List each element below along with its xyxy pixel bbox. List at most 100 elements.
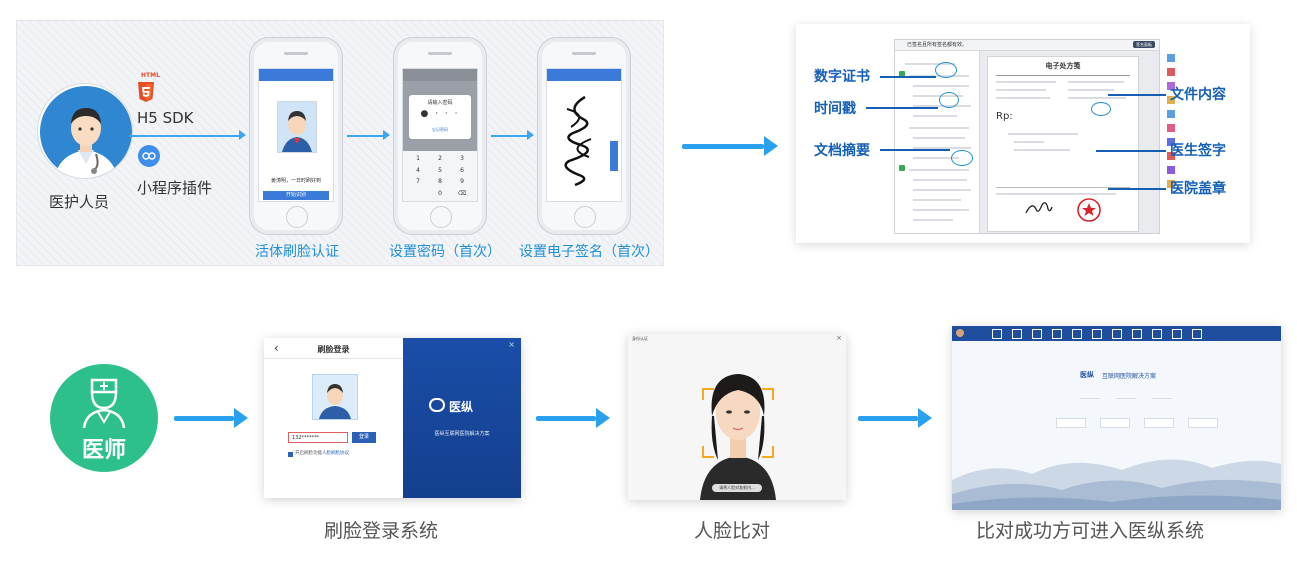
doctor-label: 医师 <box>81 438 126 463</box>
rp-label: Rp: <box>996 111 1013 122</box>
callout-circle <box>939 92 959 108</box>
doctor-signature-icon <box>1025 202 1053 214</box>
doctor-icon <box>82 378 126 428</box>
step-caption: 设置电子签名（首次） <box>519 244 659 260</box>
label-digital-certificate: 数字证书 <box>814 69 870 85</box>
face-login-window: ‹ 刷脸登录 132******* 登录 开启刷脸功能 人脸刷脸协议 × 医纵 … <box>264 338 521 498</box>
focus-corner <box>762 388 774 400</box>
user-face-icon <box>319 384 351 419</box>
quick-entry-button[interactable] <box>1144 418 1174 428</box>
callout-circle <box>1091 102 1111 116</box>
label-hospital-seal: 医院盖章 <box>1170 181 1226 197</box>
callout-circle <box>935 62 957 78</box>
mini-program-icon <box>138 145 160 167</box>
flow-arrow-icon <box>596 408 610 428</box>
keypad-key[interactable]: 4 <box>416 166 420 174</box>
signature-status-text: 已签名且所有签名都有效。 <box>907 42 968 48</box>
close-icon[interactable]: × <box>836 334 842 342</box>
keypad-key[interactable]: 1 <box>416 155 420 163</box>
user-avatar[interactable] <box>956 329 964 337</box>
agreement-link[interactable]: 人脸刷脸协议 <box>322 451 349 456</box>
doctor-avatar-icon <box>40 86 132 178</box>
login-form-pane: ‹ 刷脸登录 132******* 登录 开启刷脸功能 人脸刷脸协议 <box>264 338 403 498</box>
caption-face-login: 刷脸登录系统 <box>324 520 439 542</box>
system-slogan: 互联网医院解决方案 <box>1102 373 1157 380</box>
keypad-delete-key[interactable]: ⌫ <box>457 189 467 197</box>
keypad-key[interactable]: 9 <box>460 178 464 186</box>
flow-arrow-line <box>129 135 239 137</box>
login-button[interactable]: 登录 <box>352 432 376 443</box>
focus-corner <box>702 388 714 400</box>
password-title: 请输入密码 <box>427 100 453 106</box>
keypad-key[interactable]: 2 <box>438 155 442 163</box>
start-recognition-button[interactable]: 开始识别 <box>263 191 329 200</box>
person-face-image <box>700 374 776 500</box>
brand-pane: × 医纵 医纵互联网医院解决方案 <box>403 338 521 498</box>
callout-line <box>1096 150 1166 152</box>
pdf-toolbar: 已签名且所有签名都有效。 签名面板 <box>895 40 1159 51</box>
step-caption: 设置密码（首次） <box>389 244 501 260</box>
close-icon[interactable]: × <box>508 340 515 349</box>
keypad-key[interactable]: 7 <box>416 178 420 186</box>
enable-face-text: 开启刷脸功能 <box>295 451 322 456</box>
role-label: 医护人员 <box>49 193 110 211</box>
signed-document-panel: 已签名且所有签名都有效。 签名面板 电子处方笺 <box>796 24 1250 243</box>
forgot-password-link[interactable]: 忘记密码 <box>432 127 448 132</box>
face-instruction-text: 请将人脸对准框内... <box>712 484 762 492</box>
quick-entry-button[interactable] <box>1100 418 1130 428</box>
flow-arrow-icon <box>918 408 932 428</box>
flow-arrow-head-icon <box>239 130 246 140</box>
sdk-label: H5 SDK <box>137 109 194 127</box>
main-flow-arrow-line <box>682 144 764 149</box>
callout-line <box>880 76 936 78</box>
medical-staff-avatar <box>37 83 133 179</box>
face-frame <box>277 101 317 153</box>
callout-line <box>1108 188 1166 190</box>
signature-tree-panel <box>895 51 980 233</box>
face-name-text: 姜涛明，一日时刷好到 <box>270 178 321 184</box>
prescription-title: 电子处方笺 <box>1045 62 1081 70</box>
back-chevron-icon[interactable]: ‹ <box>274 341 279 355</box>
html5-badge-text: HTML <box>141 72 160 79</box>
valid-signature-icon <box>899 165 905 171</box>
system-brand: 医纵 <box>1080 371 1094 379</box>
step-caption: 活体刷脸认证 <box>255 244 339 260</box>
nav-icons <box>992 329 1202 339</box>
prescription-page: 电子处方笺 Rp: <box>987 56 1139 232</box>
flow-arrow-line <box>347 135 383 137</box>
enable-face-checkbox[interactable] <box>288 452 293 457</box>
hospital-seal-icon <box>1077 198 1101 222</box>
callout-line <box>1108 94 1166 96</box>
login-title: 刷脸登录 <box>317 345 350 354</box>
brand-subtitle: 医纵互联网医院解决方案 <box>434 431 490 437</box>
keypad-key[interactable]: 6 <box>460 166 464 174</box>
phone-input[interactable]: 132******* <box>288 432 348 443</box>
keypad-key[interactable]: 8 <box>438 178 442 186</box>
focus-corner <box>762 446 774 458</box>
phone-signature <box>537 37 631 235</box>
face-portrait-icon <box>278 102 316 152</box>
quick-entry-buttons <box>1056 418 1218 428</box>
handwritten-signature-icon <box>564 95 592 187</box>
face-scan-frame <box>312 374 358 420</box>
signature-panel-button[interactable]: 签名面板 <box>1133 41 1155 48</box>
label-timestamp: 时间戳 <box>814 101 856 117</box>
pdf-side-toolbar <box>1167 50 1179 230</box>
brand-logo-icon <box>429 398 445 412</box>
phone-password: 请输入密码 ● · · · 忘记密码 1 2 3 4 5 6 7 8 9 0 ⌫ <box>393 37 487 235</box>
keypad-key[interactable]: 3 <box>460 155 464 163</box>
focus-corner <box>702 446 714 458</box>
doctor-badge: 医师 <box>50 364 158 472</box>
confirm-signature-button[interactable] <box>610 141 618 171</box>
flow-arrow-line <box>491 135 527 137</box>
callout-line <box>866 107 938 109</box>
pdf-viewer: 已签名且所有签名都有效。 签名面板 电子处方笺 <box>894 39 1175 234</box>
quick-entry-button[interactable] <box>1188 418 1218 428</box>
main-flow-arrow-icon <box>764 136 778 156</box>
keypad-key[interactable]: 0 <box>438 189 442 197</box>
keypad-key[interactable]: 5 <box>438 166 442 174</box>
phone-screen <box>546 68 622 202</box>
system-home-window: 医纵 互联网医院解决方案 <box>952 326 1281 510</box>
quick-entry-button[interactable] <box>1056 418 1086 428</box>
flow-arrow-line <box>858 416 918 421</box>
